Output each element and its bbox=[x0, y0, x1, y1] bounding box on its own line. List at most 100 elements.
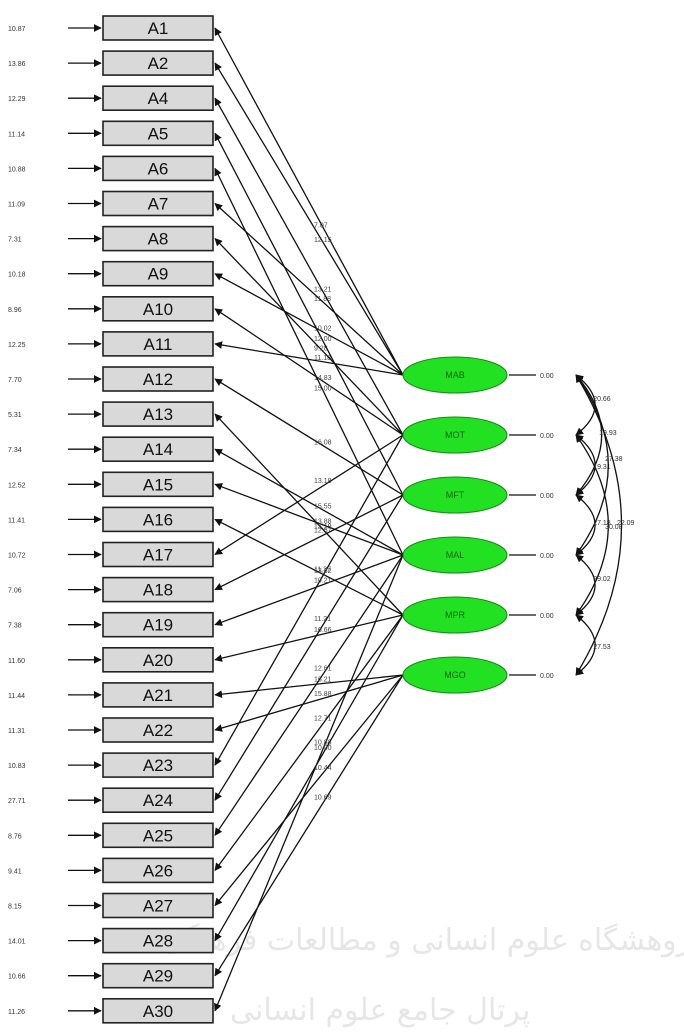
indicator-label: A22 bbox=[143, 721, 173, 740]
indicator-box bbox=[102, 295, 214, 322]
factor-label: MOT bbox=[445, 430, 465, 440]
error-variance-label: 10.18 bbox=[8, 272, 26, 279]
indicator-label: A24 bbox=[143, 791, 173, 810]
indicator-box bbox=[102, 752, 214, 778]
loading-value-label: 16.21 bbox=[314, 676, 332, 683]
loading-path bbox=[214, 413, 404, 616]
factor-label: MAB bbox=[445, 370, 465, 380]
indicator-box bbox=[102, 155, 214, 182]
factor-variance-label: 0.00 bbox=[540, 493, 554, 500]
error-variance-label: 12.52 bbox=[8, 482, 26, 489]
indicator-label: A7 bbox=[148, 195, 169, 214]
loading-value-label: 10.00 bbox=[314, 745, 332, 752]
error-variance-label: 12.25 bbox=[8, 342, 26, 349]
error-variance-label: 11.60 bbox=[8, 658, 25, 665]
indicator-box bbox=[102, 401, 214, 427]
factor-variance-label: 0.00 bbox=[540, 613, 554, 620]
loading-value-label: 15.00 bbox=[314, 386, 332, 393]
correlation-arc bbox=[575, 374, 623, 676]
correlation-value-label: 19.93 bbox=[599, 430, 617, 437]
factor-label: MFT bbox=[446, 490, 465, 500]
indicator-box bbox=[102, 857, 214, 884]
error-variance-label: 10.72 bbox=[8, 553, 26, 560]
indicator-box bbox=[102, 576, 214, 603]
loading-value-label: 16.08 bbox=[314, 439, 332, 446]
factor-variance-label: 0.00 bbox=[540, 673, 554, 680]
indicator-box bbox=[102, 717, 214, 743]
indicator-box bbox=[102, 85, 214, 111]
indicator-box bbox=[102, 190, 214, 217]
indicator-label: A1 bbox=[148, 19, 169, 38]
indicator-box bbox=[102, 260, 214, 287]
factor-ellipse bbox=[402, 596, 508, 634]
loading-value-label: 12.61 bbox=[314, 666, 332, 673]
error-variance-label: 7.38 bbox=[8, 623, 22, 630]
factor-ellipse bbox=[402, 656, 508, 694]
factor-MAB: MAB 0.00 bbox=[402, 356, 554, 394]
indicator-label: A15 bbox=[143, 475, 173, 494]
loading-value-label: 12.15 bbox=[314, 237, 332, 244]
loading-value-label: 7.07 bbox=[314, 222, 328, 229]
loading-value-label: 12.00 bbox=[314, 336, 332, 343]
watermark: پژوهشگاه علوم انسانی و مطالعات فرهنگی پر… bbox=[160, 923, 684, 1028]
loading-value-label: 15.55 bbox=[314, 504, 332, 511]
indicator-box bbox=[102, 366, 214, 392]
loading-path bbox=[214, 341, 404, 376]
indicator-box bbox=[102, 331, 214, 357]
loading-value-label: 10.69 bbox=[314, 794, 332, 801]
indicator-label: A8 bbox=[148, 230, 169, 249]
indicator-label: A14 bbox=[143, 440, 173, 459]
loading-value-label: 10.02 bbox=[314, 325, 332, 332]
loading-path bbox=[214, 62, 404, 376]
factor-variance-label: 0.00 bbox=[540, 373, 554, 380]
loading-value-label: 10.21 bbox=[314, 577, 332, 584]
indicator-box bbox=[102, 611, 214, 638]
loading-value-label: 11.21 bbox=[314, 616, 331, 623]
error-variance-label: 8.76 bbox=[8, 833, 22, 840]
indicator-box bbox=[102, 892, 214, 919]
loading-value-label: 10.88 bbox=[314, 739, 332, 746]
error-variance-label: 7.34 bbox=[8, 447, 22, 454]
loading-path bbox=[214, 674, 404, 699]
loading-path bbox=[214, 167, 404, 556]
error-variance-label: 11.14 bbox=[8, 131, 25, 138]
indicator-label: A26 bbox=[143, 861, 173, 880]
loading-value-label: 11.18 bbox=[314, 355, 331, 362]
factor-label: MPR bbox=[445, 610, 466, 620]
loading-path bbox=[214, 448, 404, 556]
correlation-value-label: 19.31 bbox=[593, 464, 611, 471]
indicator-label: A2 bbox=[148, 54, 169, 73]
indicator-box bbox=[102, 682, 214, 708]
factor-ellipse bbox=[402, 356, 508, 394]
indicator-label: A29 bbox=[143, 967, 173, 986]
error-variance-label: 8.96 bbox=[8, 307, 22, 314]
correlation-arc bbox=[575, 434, 609, 616]
correlation-arc bbox=[575, 374, 603, 496]
indicator-label: A16 bbox=[143, 510, 173, 529]
indicator-box bbox=[102, 962, 214, 989]
indicator-box bbox=[102, 225, 214, 252]
indicator-label: A4 bbox=[148, 89, 169, 108]
error-variance-label: 14.01 bbox=[8, 939, 26, 946]
loading-value-label: 11.88 bbox=[314, 296, 331, 303]
error-variance-label: 27.71 bbox=[8, 798, 26, 805]
loading-value-label: 13.21 bbox=[314, 287, 332, 294]
indicator-A14: 7.34 A14 bbox=[8, 436, 214, 463]
loading-path bbox=[214, 614, 404, 662]
loading-path bbox=[214, 554, 404, 1012]
